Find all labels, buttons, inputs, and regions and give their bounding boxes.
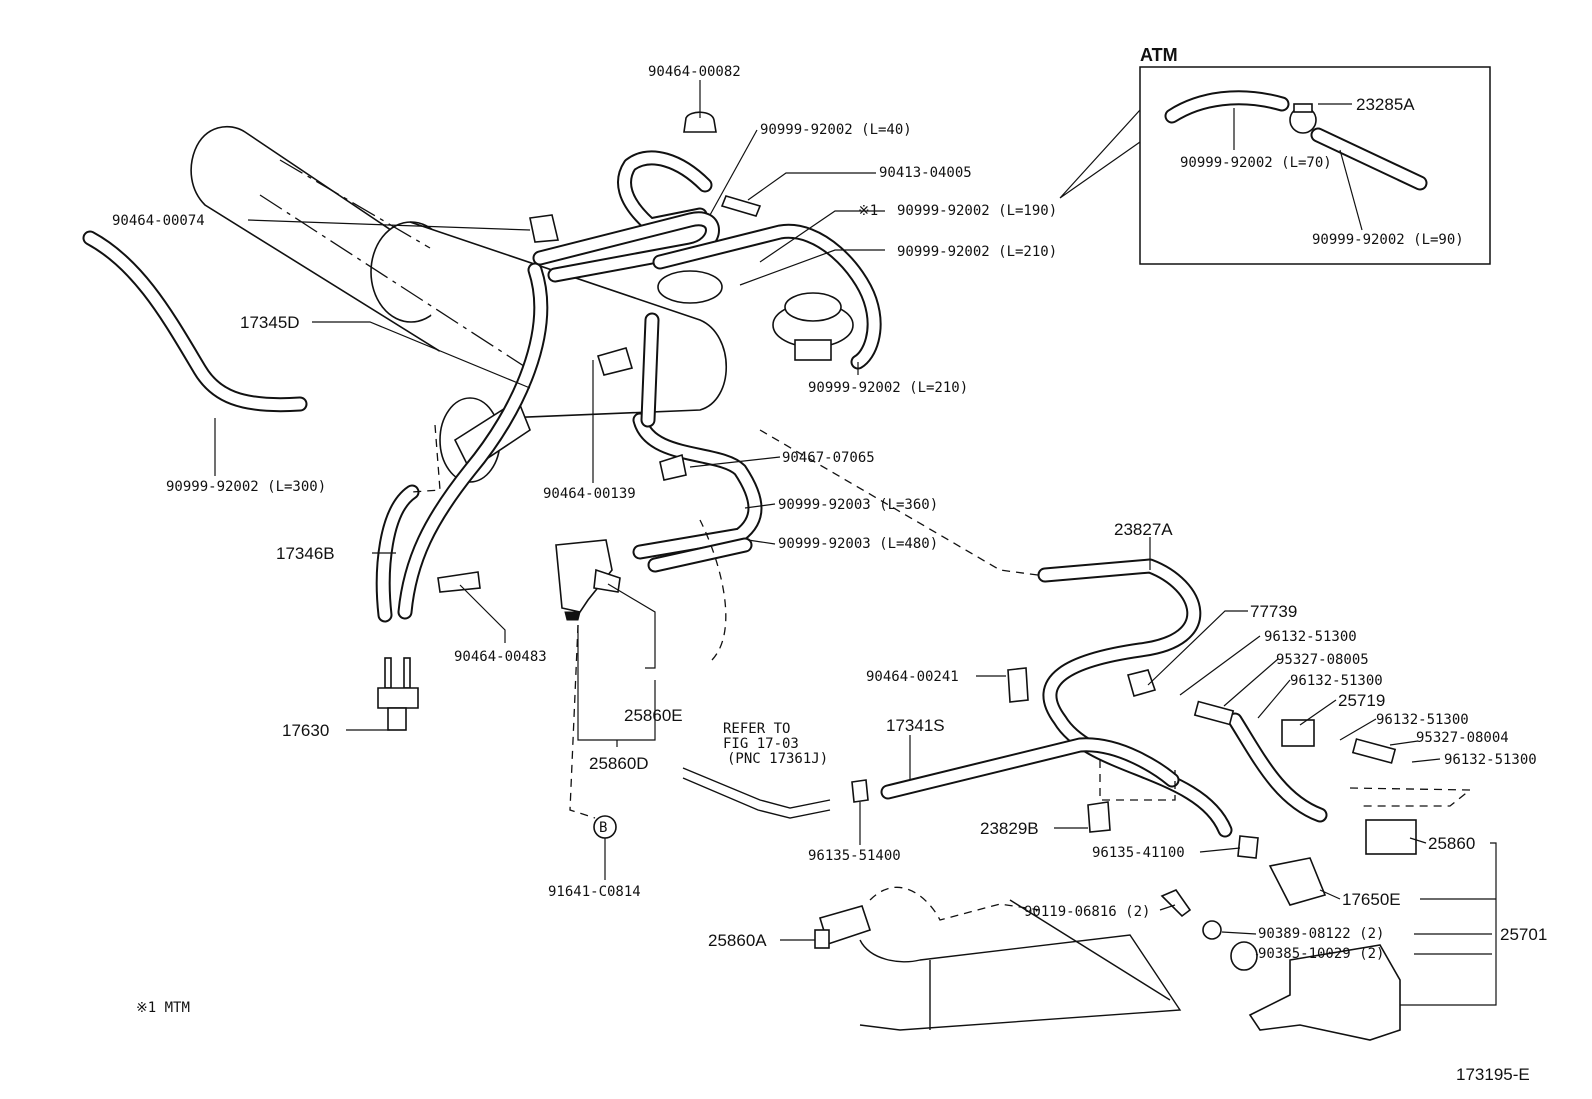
label-77739: 77739: [1250, 602, 1297, 621]
refer-note-line1: REFER TO: [723, 721, 790, 737]
clamp-90464-00082: [683, 111, 717, 133]
label-25701: 25701: [1500, 925, 1547, 944]
label-90999-92002-l190: 90999-92002 (L=190): [897, 203, 1057, 219]
clamp-90464-00139: [596, 347, 634, 376]
label-23827a: 23827A: [1114, 520, 1173, 539]
label-90999-92003-l480: 90999-92003 (L=480): [778, 536, 938, 552]
label-90464-00483: 90464-00483: [454, 649, 547, 665]
grommet-90385-10029: [1230, 941, 1258, 971]
label-90119-06816: 90119-06816 (2): [1024, 904, 1150, 920]
label-23829b: 23829B: [980, 819, 1039, 838]
label-90389-08122: 90389-08122 (2): [1258, 926, 1384, 942]
bolt-90119-06816: [1160, 889, 1192, 918]
atm-inset-title: ATM: [1140, 45, 1178, 65]
refer-note-line2: FIG 17-03: [723, 736, 799, 752]
label-90464-00082: 90464-00082: [648, 64, 741, 80]
label-90464-00241: 90464-00241: [866, 669, 959, 685]
hose-95327-08005: [1193, 700, 1235, 726]
atm-hoses: [1164, 90, 1428, 191]
vsv-25860d: [555, 539, 621, 621]
vacuum-actuator: [657, 270, 854, 361]
label-25860: 25860: [1428, 834, 1475, 853]
hose-95327-08004: [1351, 738, 1397, 764]
atm-inset-box: [1139, 66, 1491, 265]
label-25860e: 25860E: [624, 706, 683, 725]
label-90999-92002-l210b: 90999-92002 (L=210): [808, 380, 968, 396]
label-17630: 17630: [282, 721, 329, 740]
clamp-90464-00483: [437, 571, 481, 593]
label-90464-00139: 90464-00139: [543, 486, 636, 502]
label-90413-04005: 90413-04005: [879, 165, 972, 181]
sensor-17630: [377, 657, 419, 731]
label-17346b: 17346B: [276, 544, 335, 563]
figure-code: 173195-E: [1456, 1065, 1530, 1084]
clamp-90464-00074: [529, 214, 559, 243]
label-90999-92002-l90: 90999-92002 (L=90): [1312, 232, 1464, 248]
label-95327-08004: 95327-08004: [1416, 730, 1509, 746]
label-90999-92002-l210a: 90999-92002 (L=210): [897, 244, 1057, 260]
footnote-mtm: ※1 MTM: [136, 1000, 190, 1016]
circle-b-label: B: [599, 820, 607, 836]
label-91641-c0814: 91641-C0814: [548, 884, 641, 900]
label-90999-92002-l300: 90999-92002 (L=300): [166, 479, 326, 495]
label-25719: 25719: [1338, 691, 1385, 710]
vsv-25860a: [814, 905, 872, 949]
vsv-17650e: [1268, 857, 1327, 906]
label-96132-51300c: 96132-51300: [1376, 712, 1469, 728]
label-96132-51300d: 96132-51300: [1444, 752, 1537, 768]
label-96132-51300b: 96132-51300: [1290, 673, 1383, 689]
label-90464-00074: 90464-00074: [112, 213, 205, 229]
refer-note-line3: (PNC 17361J): [727, 751, 828, 767]
label-mark1: ※1: [858, 203, 878, 219]
label-17345d: 17345D: [240, 313, 300, 332]
label-90467-07065: 90467-07065: [782, 450, 875, 466]
label-95327-08005: 95327-08005: [1276, 652, 1369, 668]
clamp-90467-07065: [659, 453, 687, 481]
label-90999-92002-l70: 90999-92002 (L=70): [1180, 155, 1332, 171]
label-23285a: 23285A: [1356, 95, 1415, 114]
label-25860d: 25860D: [589, 754, 649, 773]
vsv-25860: [1365, 819, 1417, 855]
clamp-96135-51400: [851, 779, 869, 803]
vsv-25719: [1281, 719, 1315, 747]
clamp-96135-41100: [1237, 835, 1259, 859]
label-96132-51300a: 96132-51300: [1264, 629, 1357, 645]
clip-90413-04005: [720, 195, 762, 217]
clamp-23829b: [1087, 801, 1111, 833]
label-90999-92002-l40: 90999-92002 (L=40): [760, 122, 912, 138]
part-77739: [1127, 669, 1157, 697]
label-17341s: 17341S: [886, 716, 945, 735]
label-90999-92003-l360: 90999-92003 (L=360): [778, 497, 938, 513]
label-96135-51400: 96135-51400: [808, 848, 901, 864]
clamp-90464-00241: [1007, 667, 1029, 703]
label-96135-41100: 96135-41100: [1092, 845, 1185, 861]
label-90385-10029: 90385-10029 (2): [1258, 946, 1384, 962]
nut-90389-08122: [1202, 920, 1222, 940]
label-17650e: 17650E: [1342, 890, 1401, 909]
label-25860a: 25860A: [708, 931, 767, 950]
